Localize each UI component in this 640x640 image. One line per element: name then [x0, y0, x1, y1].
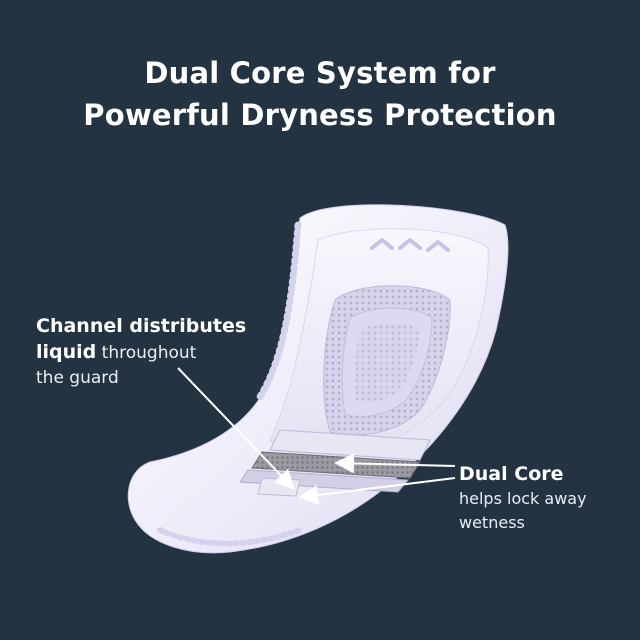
- core-callout: Dual Core helps lock away wetness: [459, 462, 587, 535]
- title-line-2: Powerful Dryness Protection: [83, 98, 557, 132]
- core-callout-text: helps lock away: [459, 489, 587, 508]
- arrow-icon: [177, 367, 456, 505]
- core-callout-heading: Dual Core: [459, 463, 564, 485]
- channel-callout-heading: Channel distributes: [36, 315, 247, 337]
- channel-callout: Channel distributes liquid throughout th…: [36, 314, 246, 391]
- core-callout-text-2: wetness: [459, 513, 525, 532]
- page-title: Dual Core System for Powerful Dryness Pr…: [0, 52, 640, 136]
- title-line-1: Dual Core System for: [144, 56, 496, 90]
- channel-callout-heading-2: liquid: [36, 341, 97, 363]
- channel-callout-text-2: the guard: [36, 368, 119, 388]
- chevron-up-icon: [370, 238, 450, 252]
- pad-body: [127, 204, 509, 554]
- channel-callout-text: throughout: [96, 343, 197, 363]
